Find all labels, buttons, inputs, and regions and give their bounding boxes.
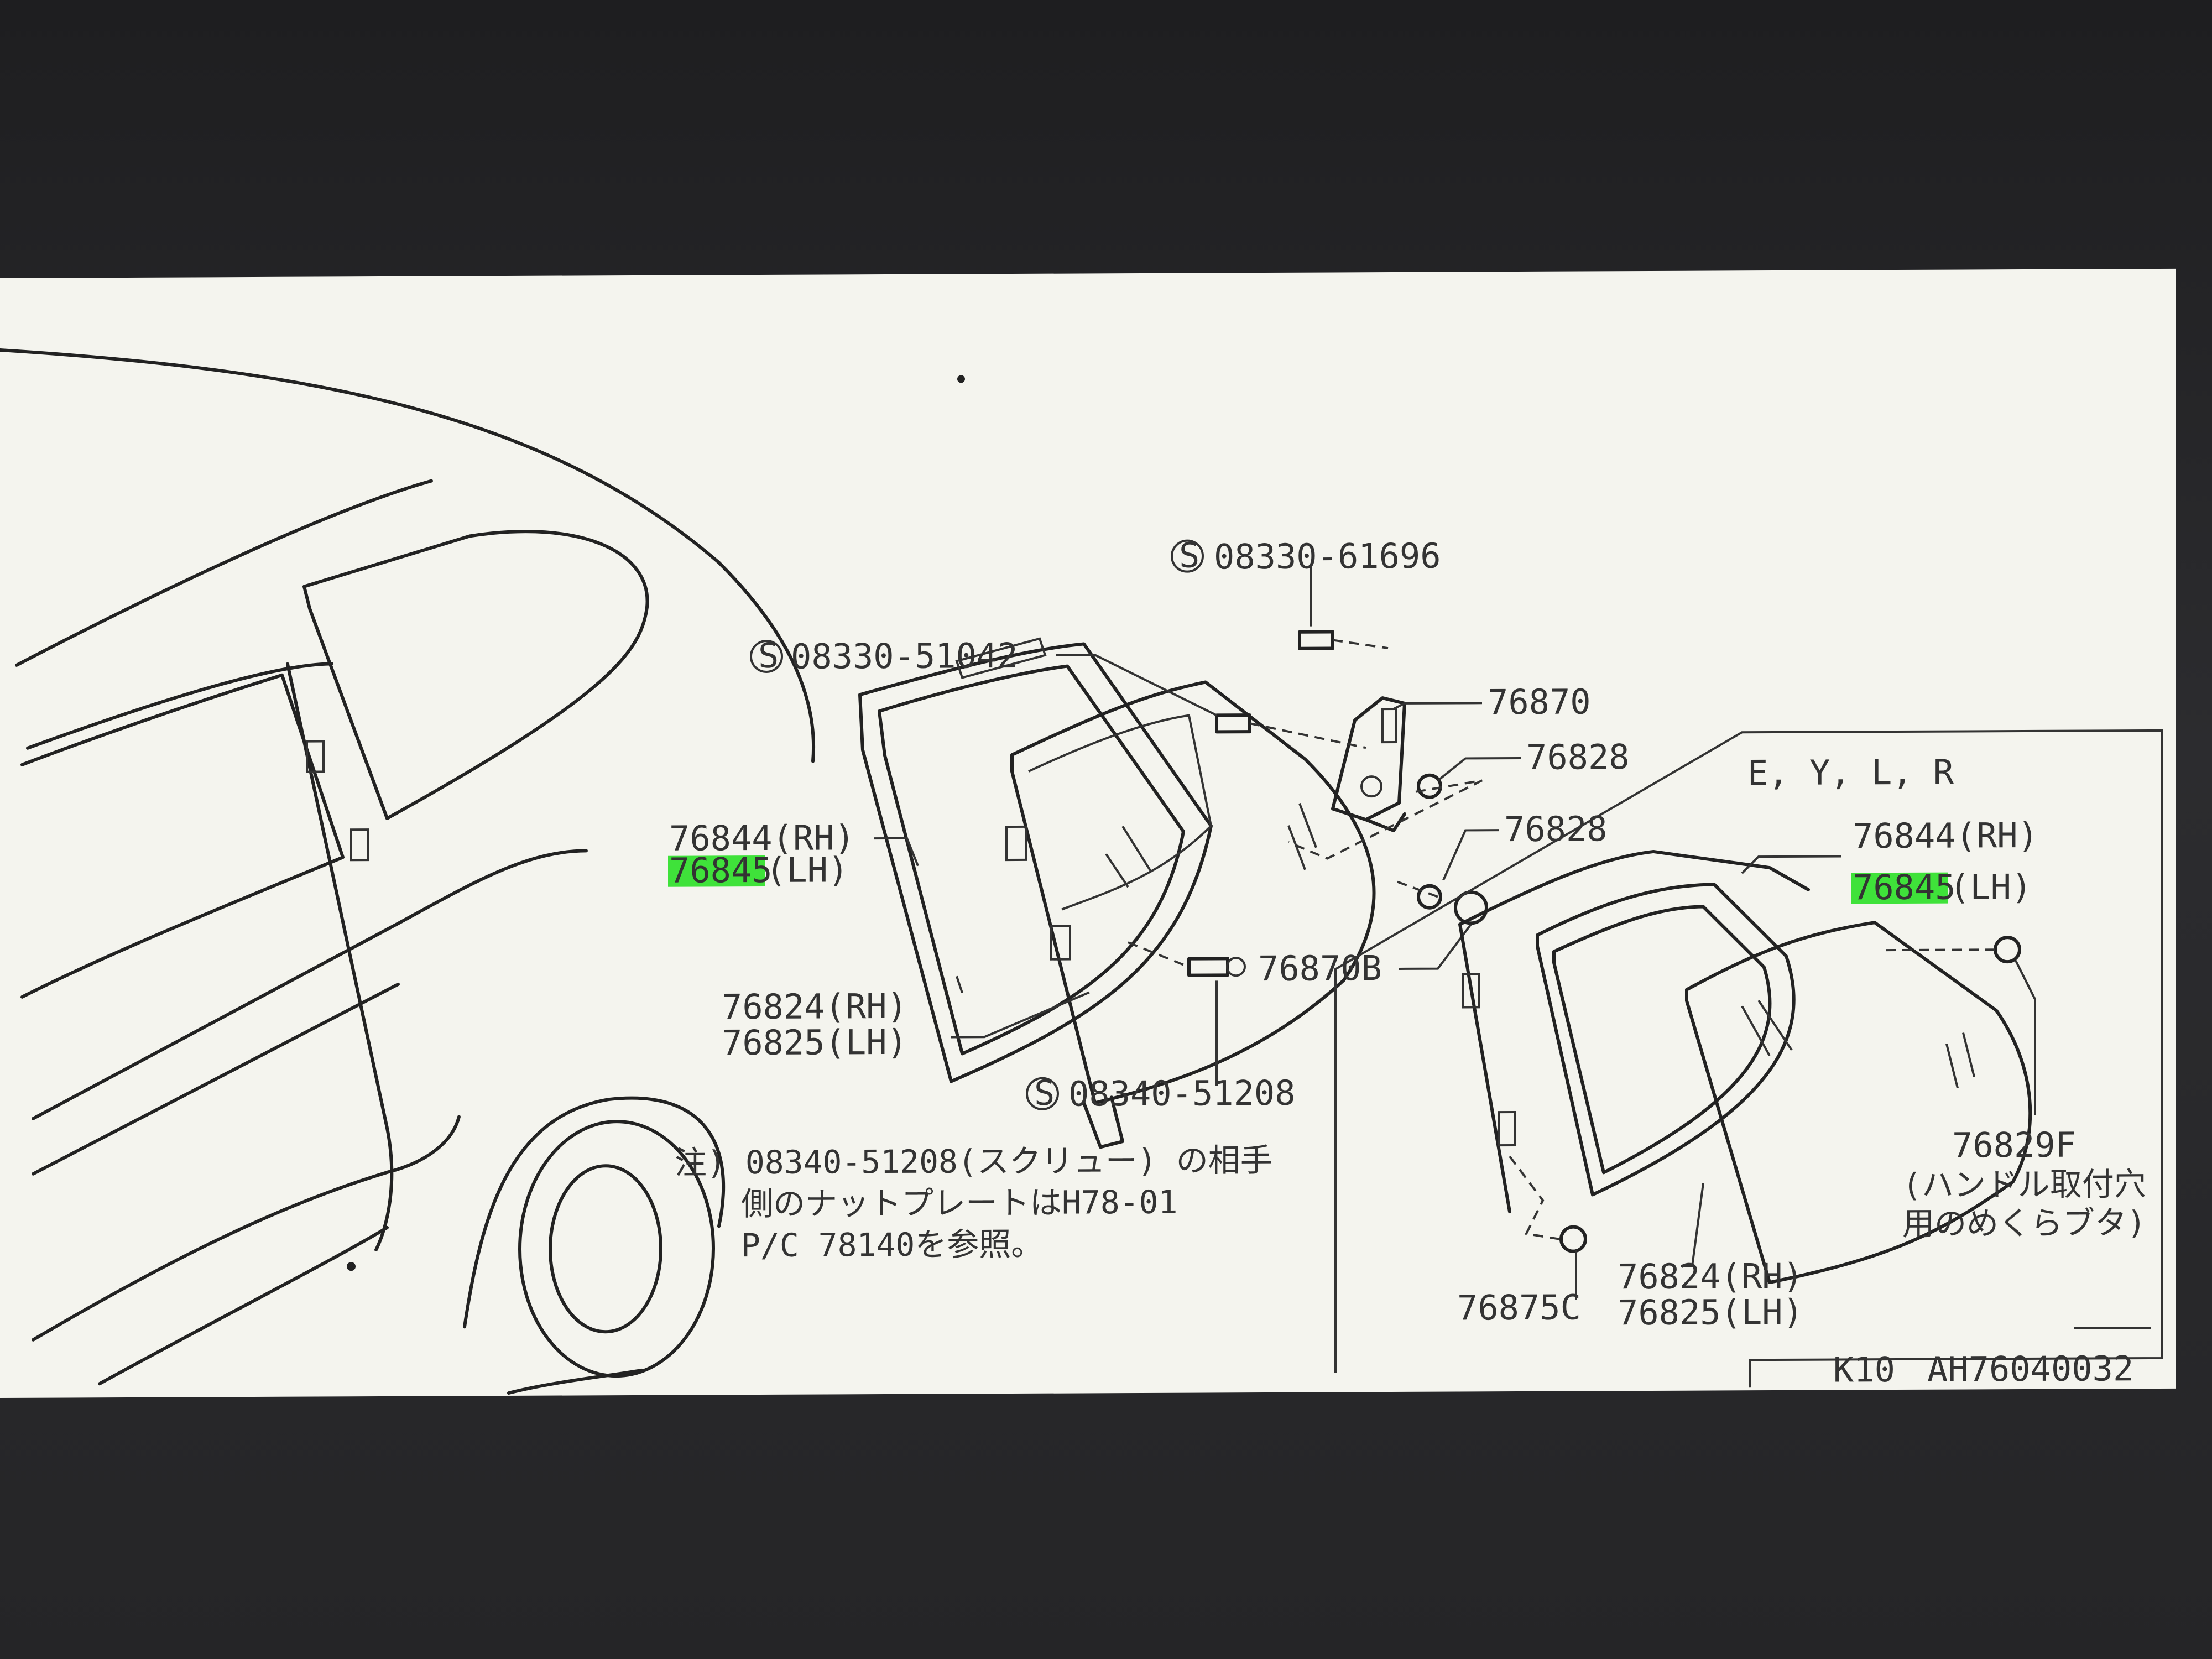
svg-text:08330-51042: 08330-51042 (791, 635, 1018, 677)
diagram-ref: AH76040032 (1927, 1348, 2133, 1390)
label-76824-rh: 76824(RH) (722, 986, 907, 1027)
assembly-lines (1128, 639, 1483, 968)
highlight-marker (668, 855, 765, 887)
svg-text:S: S (758, 635, 779, 676)
quarter-glass-part (1005, 680, 1376, 1149)
label-08340-51208: S 08340-51208 (1026, 1073, 1296, 1114)
inset-cover-desc-1: (ハンドル取付穴 (1902, 1165, 2146, 1204)
label-08330-51042: S 08330-51042 (750, 635, 1018, 677)
inset-label-76824-rh: 76824(RH) (1618, 1256, 1803, 1297)
svg-text:76845: 76845 (669, 850, 773, 891)
label-76825-lh: 76825(LH) (722, 1022, 907, 1063)
inset-cover-desc-2: 用のめくらブタ) (1902, 1204, 2146, 1243)
s-mark: S (1179, 535, 1199, 576)
car-body-outline (0, 348, 815, 1395)
svg-text:S: S (1034, 1073, 1055, 1113)
parts-diagram: S 08330-61696 S 08330-51042 76870 76828 … (0, 348, 2163, 1395)
svg-text:(LH): (LH) (1949, 867, 2032, 907)
label-76870: 76870 (1488, 681, 1591, 722)
label-76828-lower: 76828 (1504, 808, 1608, 849)
inset-variant-label: E, Y, L, R (1747, 752, 1954, 794)
parts-diagram-screen: S 08330-61696 S 08330-51042 76870 76828 … (0, 268, 2176, 1398)
svg-text:08330-61696: 08330-61696 (1214, 536, 1441, 577)
inset-label-76845-lh: 76845 (LH) (1851, 867, 2032, 907)
speck-dot (957, 375, 965, 383)
inset-label-76875c: 76875C (1457, 1287, 1581, 1328)
label-76828-upper: 76828 (1526, 737, 1630, 778)
svg-text:76845: 76845 (1853, 867, 1956, 908)
label-76844-rh: 76844(RH) (669, 817, 855, 858)
note-line-1: 注) 08340-51208(スクリュー) の相手 (675, 1141, 1272, 1182)
model-code: K10 (1833, 1349, 1895, 1390)
leader-lines (874, 565, 1521, 1086)
note-line-3: P/C 78140を参照。 (741, 1225, 1043, 1264)
inset-label-76844-rh: 76844(RH) (1853, 815, 2038, 856)
window-molding-part (858, 637, 1213, 1083)
inset-label-76825-lh: 76825(LH) (1618, 1292, 1803, 1333)
note-line-2: 側のナットプレートはH78-01 (741, 1183, 1178, 1223)
svg-text:(LH): (LH) (766, 849, 848, 890)
diagram-footer: K10 AH76040032 (1833, 1327, 2151, 1390)
label-76845-lh: 76845 (LH) (668, 849, 848, 891)
inset-label-76829f: 76829F (1952, 1125, 2076, 1166)
label-08330-61696: S 08330-61696 (1171, 535, 1441, 577)
hinge-part (1331, 696, 1406, 833)
inset-highlight-marker (1851, 872, 1948, 904)
svg-text:08340-51208: 08340-51208 (1068, 1073, 1296, 1114)
fasteners (1187, 630, 1488, 977)
variant-inset: E, Y, L, R 76844(RH) 76845 (LH) 76829F (… (1334, 729, 2163, 1388)
note-block: 注) 08340-51208(スクリュー) の相手 側のナットプレートはH78-… (675, 1141, 1272, 1264)
